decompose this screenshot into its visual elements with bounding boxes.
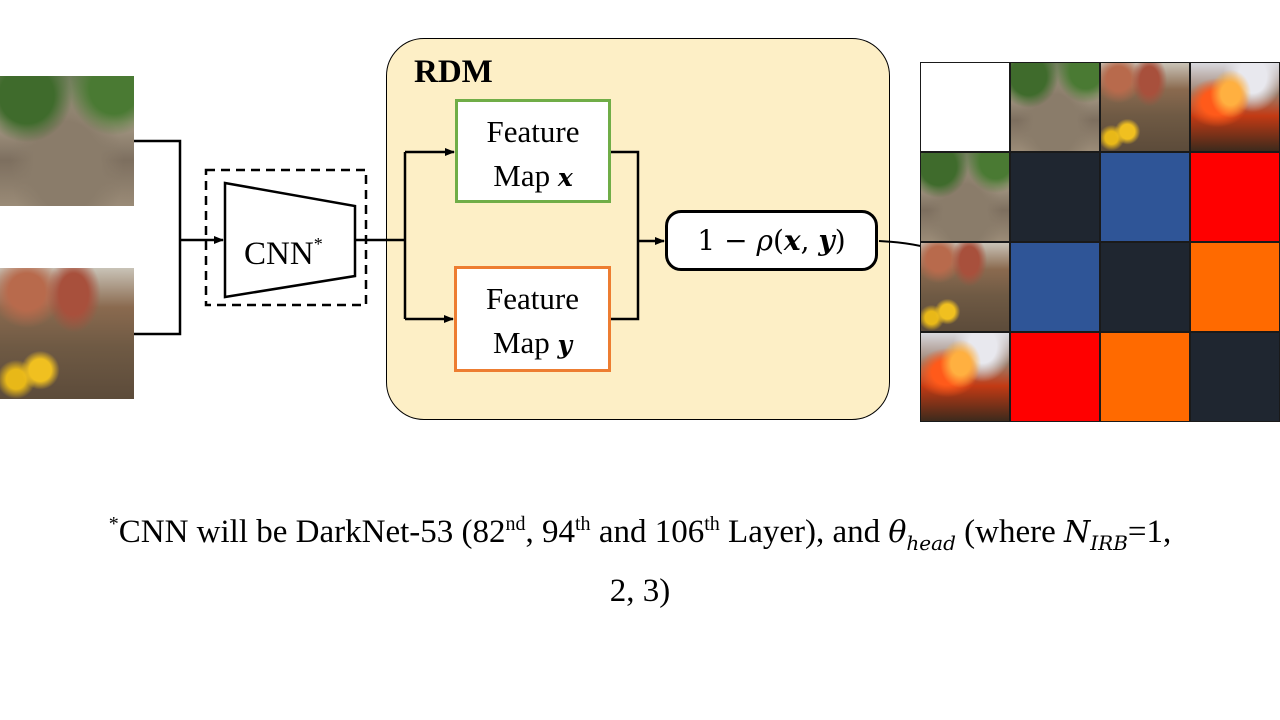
- matrix-cell-diagonal: [1100, 242, 1190, 332]
- input-image-landslide: [0, 76, 134, 206]
- matrix-header-image-fire: [1190, 62, 1280, 152]
- feature-map-y-word1: Feature: [486, 281, 579, 316]
- matrix-cell-high: [1010, 332, 1100, 422]
- matrix-cell-mid: [1190, 242, 1280, 332]
- input-image-market: [0, 268, 134, 399]
- rdm-title: RDM: [414, 54, 493, 90]
- feature-map-x-word1: Feature: [486, 114, 580, 149]
- feature-map-y-line2: Map y: [492, 325, 573, 360]
- matrix-row-image-market: [920, 242, 1010, 332]
- footnote: *CNN will be DarkNet-53 (82nd, 94th and …: [0, 500, 1280, 615]
- dissimilarity-function-box: 1 − ρ(x, y): [665, 210, 878, 271]
- matrix-cell-high: [1190, 152, 1280, 242]
- feature-map-x-line2: Map x: [493, 158, 573, 193]
- matrix-corner-blank: [920, 62, 1010, 152]
- feature-map-x-box: Feature Map x: [455, 99, 611, 203]
- matrix-cell-mid: [1100, 332, 1190, 422]
- cnn-label: CNN*: [244, 234, 323, 272]
- cnn-trapezoid: [223, 181, 357, 299]
- matrix-cell-diagonal: [1010, 152, 1100, 242]
- matrix-row-image-landslide: [920, 152, 1010, 242]
- matrix-row-image-fire: [920, 332, 1010, 422]
- footnote-line-1: *CNN will be DarkNet-53 (82nd, 94th and …: [108, 513, 1172, 555]
- matrix-cell-low: [1100, 152, 1190, 242]
- matrix-header-image-market: [1100, 62, 1190, 152]
- matrix-cell-diagonal: [1190, 332, 1280, 422]
- footnote-line-2: 2, 3): [609, 573, 671, 609]
- feature-map-y-box: Feature Map y: [454, 266, 611, 372]
- matrix-cell-low: [1010, 242, 1100, 332]
- matrix-header-image-landslide: [1010, 62, 1100, 152]
- cnn-dashed-box: [204, 168, 368, 307]
- rdm-matrix: [920, 62, 1280, 424]
